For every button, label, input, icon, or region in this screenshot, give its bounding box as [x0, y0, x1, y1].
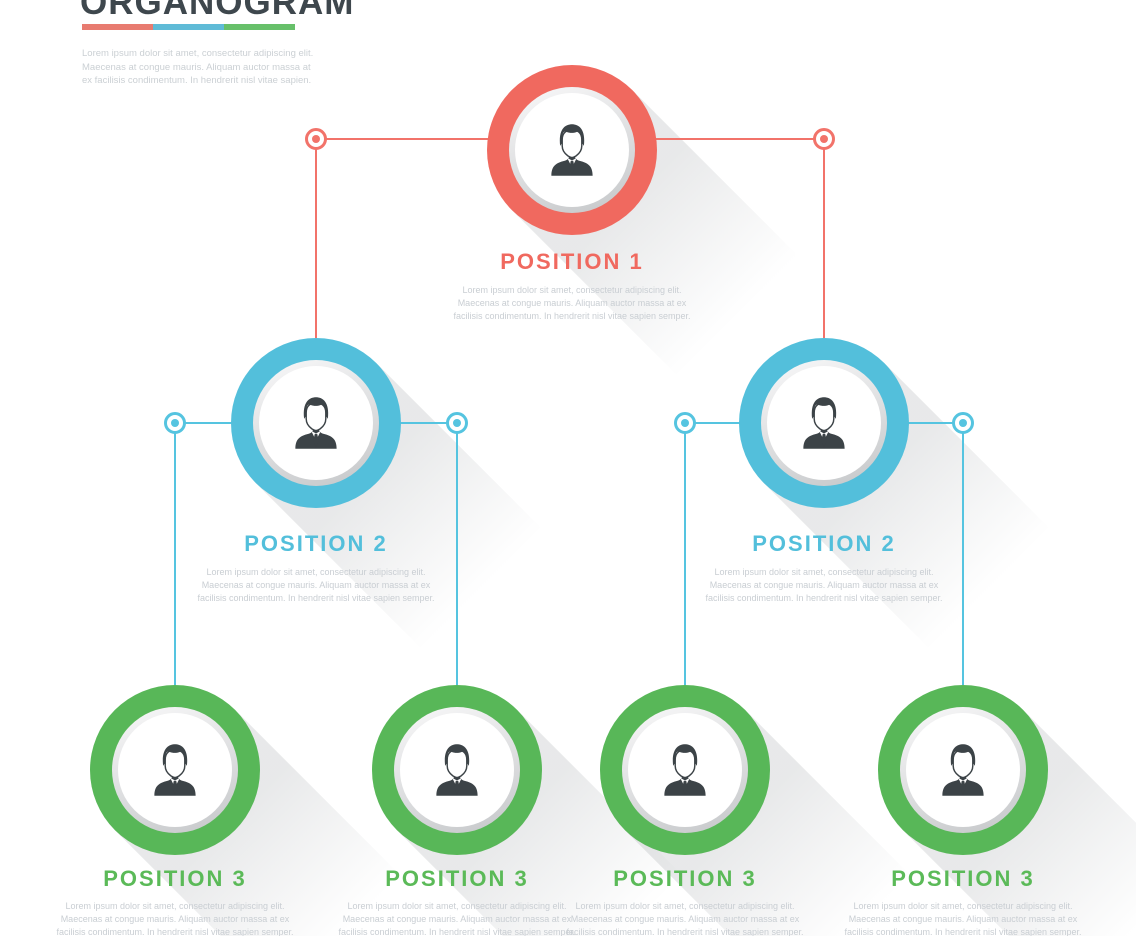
underline-segment-red: [82, 24, 153, 30]
businessman-icon: [930, 737, 996, 803]
connector-line-l2-horizontal: [185, 422, 232, 424]
connector-line-l2-vertical: [456, 432, 458, 685]
node-face-circle: [259, 366, 373, 480]
node-description: Lorem ipsum dolor sit amet, consectetur …: [844, 901, 1082, 936]
node-title-position-1: POSITION 1: [500, 249, 644, 274]
node-face-circle: [515, 93, 629, 207]
businessman-icon: [539, 117, 605, 183]
org-node-position-1: [487, 65, 657, 235]
node-face-circle: [906, 713, 1020, 827]
underline-segment-green: [224, 24, 295, 30]
junction-dot-blue: [952, 412, 974, 434]
node-title-position-2-right: POSITION 2: [752, 531, 896, 556]
junction-dot-red: [305, 128, 327, 150]
node-title-position-3-2: POSITION 3: [385, 866, 529, 891]
underline-segment-blue: [153, 24, 224, 30]
org-node-position-3-3: [600, 685, 770, 855]
connector-line-l2-horizontal: [400, 422, 447, 424]
node-face-circle: [400, 713, 514, 827]
connector-line-l2-vertical: [962, 432, 964, 685]
junction-dot-blue: [674, 412, 696, 434]
node-title-position-3-3: POSITION 3: [613, 866, 757, 891]
connector-line-l2-vertical: [174, 432, 176, 685]
connector-line-l2-horizontal: [908, 422, 953, 424]
node-description: Lorem ipsum dolor sit amet, consectetur …: [197, 567, 435, 603]
businessman-icon: [652, 737, 718, 803]
connector-line-l1-right-horizontal: [656, 138, 814, 140]
node-face-circle: [767, 366, 881, 480]
page-title: ORGANOGRAM: [80, 0, 355, 22]
junction-dot-blue: [164, 412, 186, 434]
node-title-position-3-4: POSITION 3: [891, 866, 1035, 891]
businessman-icon: [142, 737, 208, 803]
header-underline: [82, 24, 295, 30]
junction-dot-blue: [446, 412, 468, 434]
businessman-icon: [791, 390, 857, 456]
connector-line-l1-left-vertical: [315, 148, 317, 338]
node-title-position-3-1: POSITION 3: [103, 866, 247, 891]
node-description: Lorem ipsum dolor sit amet, consectetur …: [56, 901, 294, 936]
connector-line-l1-left-horizontal: [326, 138, 488, 140]
connector-line-l2-horizontal: [694, 422, 740, 424]
header-intro-text: Lorem ipsum dolor sit amet, consectetur …: [82, 48, 314, 86]
node-description: Lorem ipsum dolor sit amet, consectetur …: [338, 901, 576, 936]
node-description: Lorem ipsum dolor sit amet, consectetur …: [453, 285, 691, 321]
node-face-circle: [628, 713, 742, 827]
node-description: Lorem ipsum dolor sit amet, consectetur …: [566, 901, 804, 936]
businessman-icon: [283, 390, 349, 456]
businessman-icon: [424, 737, 490, 803]
node-face-circle: [118, 713, 232, 827]
connector-line-l1-right-vertical: [823, 148, 825, 338]
junction-dot-red: [813, 128, 835, 150]
connector-line-l2-vertical: [684, 432, 686, 685]
org-node-position-2-left: [231, 338, 401, 508]
org-node-position-3-2: [372, 685, 542, 855]
node-title-position-2-left: POSITION 2: [244, 531, 388, 556]
org-node-position-3-1: [90, 685, 260, 855]
node-description: Lorem ipsum dolor sit amet, consectetur …: [705, 567, 943, 603]
org-node-position-2-right: [739, 338, 909, 508]
org-node-position-3-4: [878, 685, 1048, 855]
